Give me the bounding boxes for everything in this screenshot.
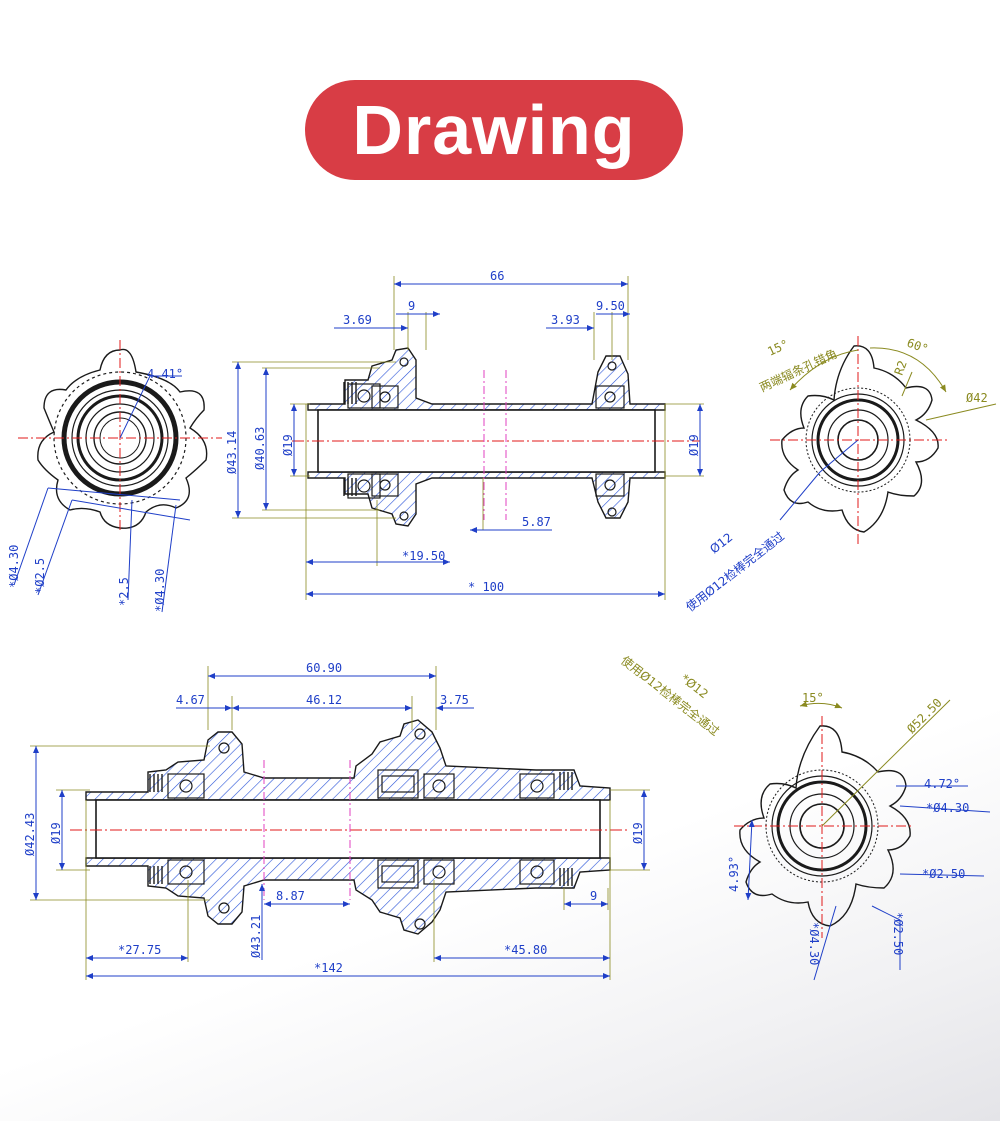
- dim-phi40-63: Ø40.63: [253, 427, 267, 470]
- front-hub-end-view: 4.41° *Ø4.30 *Ø2.5 *2.5 *Ø4.30: [7, 340, 222, 613]
- dim-27-75: *27.75: [118, 943, 161, 957]
- dim-3-69: 3.69: [343, 313, 372, 327]
- dim-3-75: 3.75: [440, 693, 469, 707]
- dim-45-80: *45.80: [504, 943, 547, 957]
- rear-bearings: [167, 728, 555, 930]
- rear-flange-lines: [263, 760, 351, 900]
- dim-phi42-43: Ø42.43: [23, 813, 37, 856]
- dim-phi42: Ø42: [966, 391, 988, 405]
- dim-9: 9: [408, 299, 415, 313]
- dim-15deg: 15°: [765, 337, 791, 359]
- rear-side-angle-arcs: [799, 699, 951, 827]
- dim-phi4-30-side: *Ø4.30: [926, 801, 969, 815]
- dim-phi2-50-side: *Ø2.50: [922, 867, 965, 881]
- dim-phi52-50: Ø52.50: [904, 696, 945, 737]
- front-dim-lines: [235, 281, 703, 597]
- dim-46-12: 46.12: [306, 693, 342, 707]
- dim-phi4-30-bottom: *Ø4.30: [807, 922, 821, 965]
- dim-phi19-left: Ø19: [281, 434, 295, 456]
- dim-142: *142: [314, 961, 343, 975]
- front-flange-lines: [483, 370, 507, 520]
- dim-phi43-14: Ø43.14: [225, 431, 239, 474]
- dim-60-90: 60.90: [306, 661, 342, 675]
- front-hub-section-view: 66 9 9.50 3.69 3.93 Ø43.14 Ø40.63 Ø19 Ø1…: [225, 269, 704, 600]
- dim-phi4-30-left: *Ø4.30: [7, 545, 21, 588]
- dim-8-87: 8.87: [276, 889, 305, 903]
- dim-phi4-30-right: *Ø4.30: [153, 569, 167, 612]
- dim-66: 66: [490, 269, 504, 283]
- rear-hub-section-view: 60.90 4.67 46.12 3.75 Ø42.43 Ø19 Ø19 8.8…: [23, 661, 650, 980]
- dim-phi2-5: *Ø2.5: [33, 558, 47, 594]
- rear-extension-lines: [30, 666, 650, 980]
- front-side-leader: [819, 439, 859, 473]
- dim-60deg: 60°: [905, 336, 930, 357]
- front-side-angle-arcs: [789, 347, 997, 421]
- dim-4-41: 4.41°: [147, 367, 183, 381]
- dim-phi2-50-bottom: *Ø2.50: [891, 912, 905, 955]
- front-threads: [343, 382, 357, 496]
- title-badge: Drawing: [305, 80, 683, 180]
- page-title: Drawing: [352, 91, 636, 169]
- dim-2-5: *2.5: [117, 577, 131, 606]
- dim-5-87: 5.87: [522, 515, 551, 529]
- dim-4-93deg: 4.93°: [727, 856, 741, 892]
- dim-15deg-rear: 15°: [802, 691, 824, 705]
- dim-100: * 100: [468, 580, 504, 594]
- front-upper-wall: [307, 347, 666, 411]
- rear-side-centerlines: [734, 716, 914, 938]
- dim-phi19-right: Ø19: [631, 822, 645, 844]
- dim-4-67: 4.67: [176, 693, 205, 707]
- dim-3-93: 3.93: [551, 313, 580, 327]
- dim-19-50: *19.50: [402, 549, 445, 563]
- dim-4-72deg: 4.72°: [924, 777, 960, 791]
- front-side-lugs: [781, 345, 939, 533]
- rear-hub-side-view: 15° Ø52.50 4.72° *Ø4.30 4.93° *Ø2.50 *Ø4…: [618, 653, 991, 981]
- end-leaders: [13, 375, 191, 613]
- dim-r2: R2: [892, 359, 910, 377]
- front-bearings: [347, 357, 625, 521]
- front-side-leader-2: [779, 471, 821, 521]
- rear-dim-lines: [33, 673, 647, 979]
- dim-9: 9: [590, 889, 597, 903]
- rear-threads: [149, 772, 573, 886]
- front-side-centerlines: [770, 336, 948, 544]
- dim-phi19-right: Ø19: [687, 434, 701, 456]
- dim-phi43-21: Ø43.21: [249, 915, 263, 958]
- rear-upper-wall: [85, 719, 611, 801]
- front-hub-side-view: 15° 60° R2 Ø42 两端辐条孔错角 Ø12 使用Ø12检棒完全通过: [683, 336, 997, 614]
- rear-axle-bore: [95, 799, 601, 859]
- note-gauge-pass-rear: 使用Ø12检棒完全通过: [618, 653, 722, 739]
- rear-side-leaders: [745, 785, 991, 981]
- front-extension-lines: [232, 276, 704, 600]
- dim-9-50: 9.50: [596, 299, 625, 313]
- dim-phi19-left: Ø19: [49, 822, 63, 844]
- rear-lower-wall: [85, 857, 611, 935]
- note-phi12: Ø12: [707, 530, 735, 556]
- end-centerlines: [18, 340, 222, 530]
